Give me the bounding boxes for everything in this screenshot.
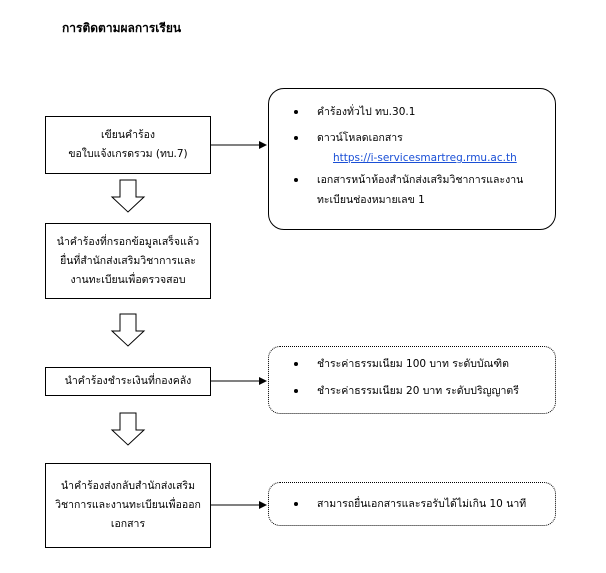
- step-3-line-1: นำคำร้องชำระเงินที่กองคลัง: [64, 375, 192, 387]
- step-box-4: นำคำร้องส่งกลับสำนักส่งเสริม วิชาการและง…: [45, 463, 211, 548]
- note-3-item-1: สามารถยื่นเอกสารและรอรับได้ไม่เกิน 10 นา…: [269, 494, 555, 514]
- step-2-line-3: งานทะเบียนเพื่อตรวจสอบ: [70, 273, 186, 286]
- step-2-line-2: ยื่นที่สำนักส่งเสริมวิชาการและ: [60, 254, 196, 267]
- bullet-icon: [294, 136, 298, 140]
- step-2-line-1: นำคำร้องที่กรอกข้อมูลเสร็จแล้ว: [56, 235, 200, 248]
- note-1-item-2: ดาวน์โหลดเอกสาร https://i-servicesmartre…: [269, 128, 555, 168]
- note-1-item-3-cont: ทะเบียนช่องหมายเลข 1: [317, 194, 425, 206]
- note-box-1: คำร้องทั่วไป ทบ.30.1 ดาวน์โหลดเอกสาร htt…: [268, 88, 556, 230]
- note-1-item-3: เอกสารหน้าห้องสำนักส่งเสริมวิชาการและงาน…: [269, 170, 555, 210]
- note-box-3: สามารถยื่นเอกสารและรอรับได้ไม่เกิน 10 นา…: [268, 482, 556, 526]
- bullet-icon: [294, 389, 298, 393]
- step-4-line-1: นำคำร้องส่งกลับสำนักส่งเสริม: [61, 480, 195, 492]
- step-box-2: นำคำร้องที่กรอกข้อมูลเสร็จแล้ว ยื่นที่สำ…: [45, 223, 211, 299]
- step-1-line-1: เขียนคำร้อง: [100, 129, 156, 141]
- step-4-line-2: วิชาการและงานทะเบียนเพื่อออก: [55, 499, 201, 511]
- step-4-line-3: เอกสาร: [110, 518, 146, 530]
- down-arrow-2: [110, 313, 146, 347]
- bullet-icon: [294, 362, 298, 366]
- step-1-line-2: ขอใบแจ้งเกรดรวม (ทบ.7): [68, 148, 188, 160]
- note-box-2: ชำระค่าธรรมเนียม 100 บาท ระดับบัณฑิต ชำร…: [268, 346, 556, 414]
- page-title: การติดตามผลการเรียน: [62, 21, 182, 35]
- download-link[interactable]: https://i-servicesmartreg.rmu.ac.th: [333, 152, 517, 164]
- down-arrow-3: [110, 412, 146, 446]
- bullet-icon: [294, 110, 298, 114]
- bullet-icon: [294, 178, 298, 182]
- step-box-1: เขียนคำร้อง ขอใบแจ้งเกรดรวม (ทบ.7): [45, 116, 211, 174]
- note-2-item-2: ชำระค่าธรรมเนียม 20 บาท ระดับปริญญาตรี: [269, 381, 555, 401]
- down-arrow-1: [110, 179, 146, 213]
- note-2-item-1: ชำระค่าธรรมเนียม 100 บาท ระดับบัณฑิต: [269, 354, 555, 374]
- note-1-item-1: คำร้องทั่วไป ทบ.30.1: [269, 102, 555, 122]
- bullet-icon: [294, 502, 298, 506]
- step-box-3: นำคำร้องชำระเงินที่กองคลัง: [45, 367, 211, 396]
